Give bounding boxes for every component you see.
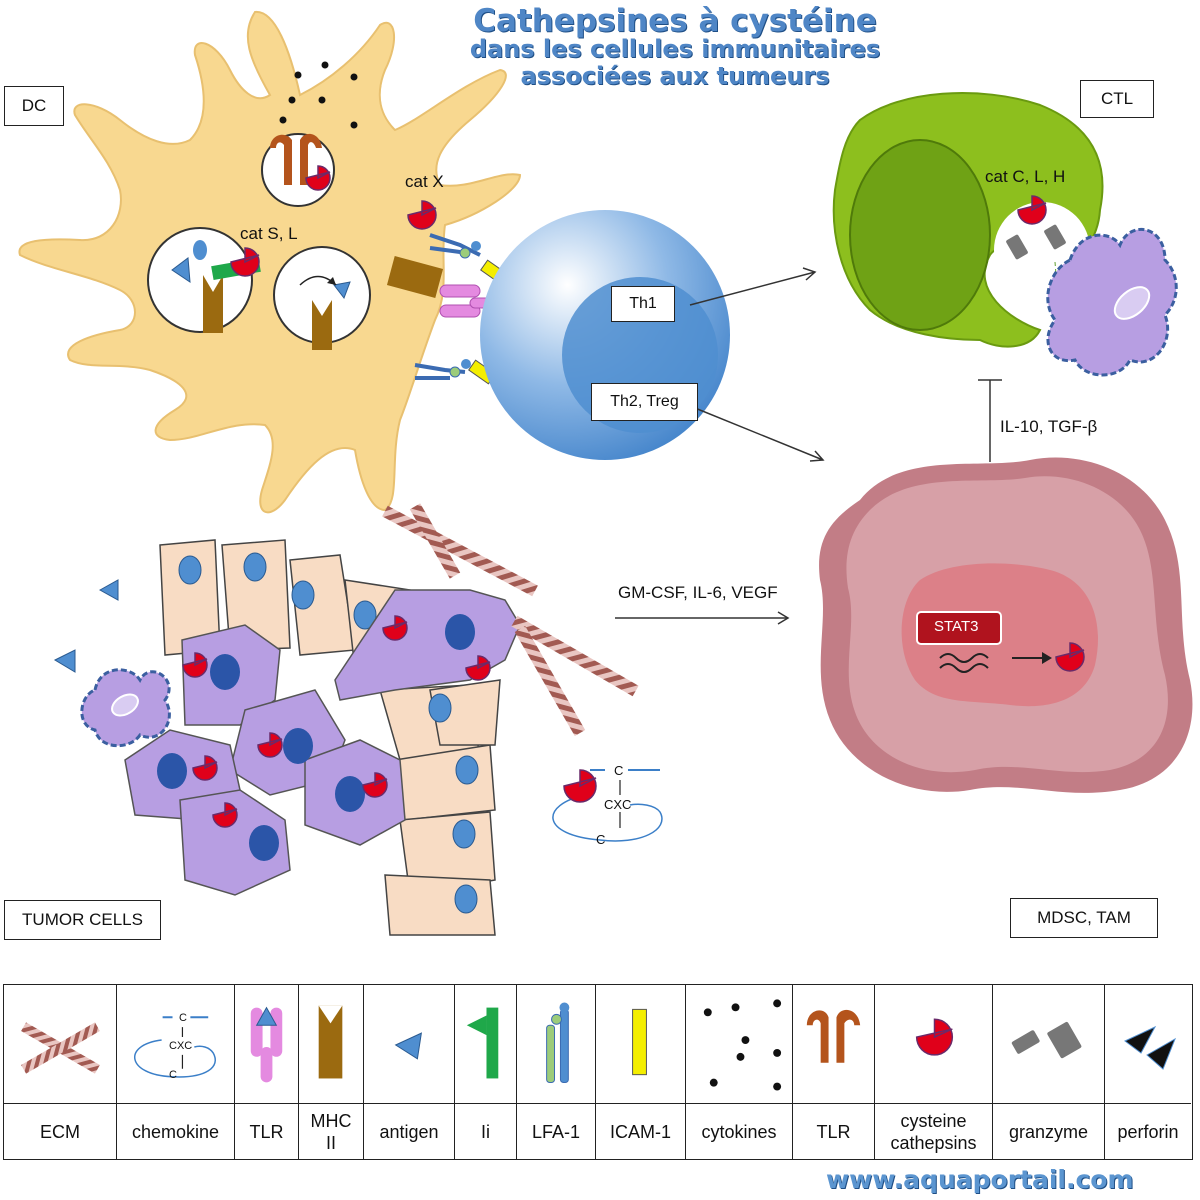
legend-label-antigen: antigen (364, 1103, 454, 1159)
legend-chemokine-cxc: CXC (169, 1040, 193, 1052)
ecm-fibers-tumor (382, 503, 639, 736)
legend-label-cysteine-cathepsins: cysteine cathepsins (875, 1103, 992, 1159)
title-line-3: associées aux tumeurs (520, 62, 830, 90)
legend-cell-granzyme: granzyme (993, 985, 1105, 1159)
ecm-icon (21, 1022, 100, 1074)
cathepsin-icon (915, 1018, 954, 1056)
legend-label-chemokine: chemokine (117, 1103, 234, 1159)
stat3-label: STAT3 (934, 618, 979, 635)
icam-1-icon (632, 1008, 647, 1076)
chemokine-c-top: C (614, 763, 624, 778)
arrows (615, 267, 1002, 625)
ctl-label: CTL (1080, 80, 1154, 118)
tlr-brown-icon (806, 1009, 861, 1063)
perforin-icon (1124, 1025, 1176, 1070)
legend-chemokine-c-top: C (179, 1012, 187, 1024)
ctl-cell (832, 92, 1104, 348)
title-line-2: dans les cellules immunitaires (469, 35, 881, 63)
legend-label-ecm: ECM (4, 1103, 116, 1159)
chemokine-c-bottom: C (596, 832, 606, 847)
mdsc-tam-label: MDSC, TAM (1010, 898, 1158, 938)
legend-label-cytokines: cytokines (686, 1103, 792, 1159)
cat-c-l-h-label: cat C, L, H (985, 167, 1066, 186)
dendritic-cell (18, 10, 522, 514)
ii-icon (466, 1007, 499, 1079)
legend-label-granzyme: granzyme (993, 1103, 1104, 1159)
dc-endosome-loaded (273, 246, 371, 350)
mdsc-cell (819, 457, 1193, 793)
granzyme-in-synapse (1006, 224, 1066, 260)
legend-chemokine-c-bottom: C (169, 1069, 177, 1081)
th1-label: Th1 (611, 286, 675, 322)
mhc-ii-icon (318, 1005, 343, 1079)
ctl-target-cell (1046, 227, 1178, 377)
tumor-cells-label: TUMOR CELLS (4, 900, 161, 940)
th2-treg-label: Th2, Treg (591, 383, 698, 421)
dc-endosome-loading (147, 227, 261, 333)
legend-cell-tlr-pink: TLR (235, 985, 299, 1159)
dc-tlr-endosome (261, 133, 335, 207)
cat-x-label: cat X (405, 172, 444, 191)
legend-cell-antigen: antigen (364, 985, 455, 1159)
legend-label-tlr-2: TLR (793, 1103, 874, 1159)
legend-cell-tlr-brown: TLR (793, 985, 875, 1159)
legend-label-ii: Ii (455, 1103, 516, 1159)
legend-cell-perforin: perforin (1105, 985, 1191, 1159)
legend-label-icam-1: ICAM-1 (596, 1103, 685, 1159)
t-helper-cell (480, 210, 730, 460)
dc-cytokines (279, 61, 358, 129)
dying-tumor-cell (80, 668, 171, 748)
legend-cell-cytokines: cytokines (686, 985, 793, 1159)
legend-cell-icam1: ICAM-1 (596, 985, 686, 1159)
tlr-pink-icon (250, 1006, 283, 1083)
legend-label-perforin: perforin (1105, 1103, 1191, 1159)
stat3-badge (916, 611, 1002, 645)
legend-label-tlr-1: TLR (235, 1103, 298, 1159)
cat-s-l-label: cat S, L (240, 224, 298, 243)
legend-cell-mhc: MHC II (299, 985, 364, 1159)
legend-table: ECM C CXC C chemokine TLR MHC II antig (3, 984, 1193, 1160)
cat-x-pacman (407, 200, 437, 230)
il10-tgfb-label: IL-10, TGF-β (1000, 417, 1098, 436)
lfa-1-icon (546, 1002, 570, 1083)
lfa-1-icam-lower (414, 359, 496, 385)
legend-cell-ecm: ECM (4, 985, 117, 1159)
gmcsf-label: GM-CSF, IL-6, VEGF (618, 583, 778, 602)
chemokine-icon (134, 1016, 216, 1078)
footer-url[interactable]: www.aquaportail.com (826, 1165, 1134, 1194)
legend-cell-ii: Ii (455, 985, 517, 1159)
tumor-cells (53, 503, 663, 936)
chemokine-cxc: CXC (604, 797, 632, 812)
free-antigens (53, 579, 119, 673)
legend-cell-chemokine: C CXC C chemokine (117, 985, 235, 1159)
legend-label-mhc-ii: MHC II (299, 1103, 363, 1159)
dc-label: DC (4, 86, 64, 126)
antigen-icon (394, 1032, 422, 1060)
legend-cell-lfa1: LFA-1 (517, 985, 596, 1159)
ctl-cat-pacman (1017, 195, 1047, 225)
legend-cell-cathepsins: cysteine cathepsins (875, 985, 993, 1159)
mdsc-cat-pacman (1055, 642, 1085, 672)
legend-label-lfa-1: LFA-1 (517, 1103, 595, 1159)
cytokines-icon (703, 999, 782, 1091)
title-line-1: Cathepsines à cystéine (473, 3, 877, 39)
chemokine-diagram (552, 769, 663, 842)
granzyme-icon (1011, 1021, 1082, 1059)
